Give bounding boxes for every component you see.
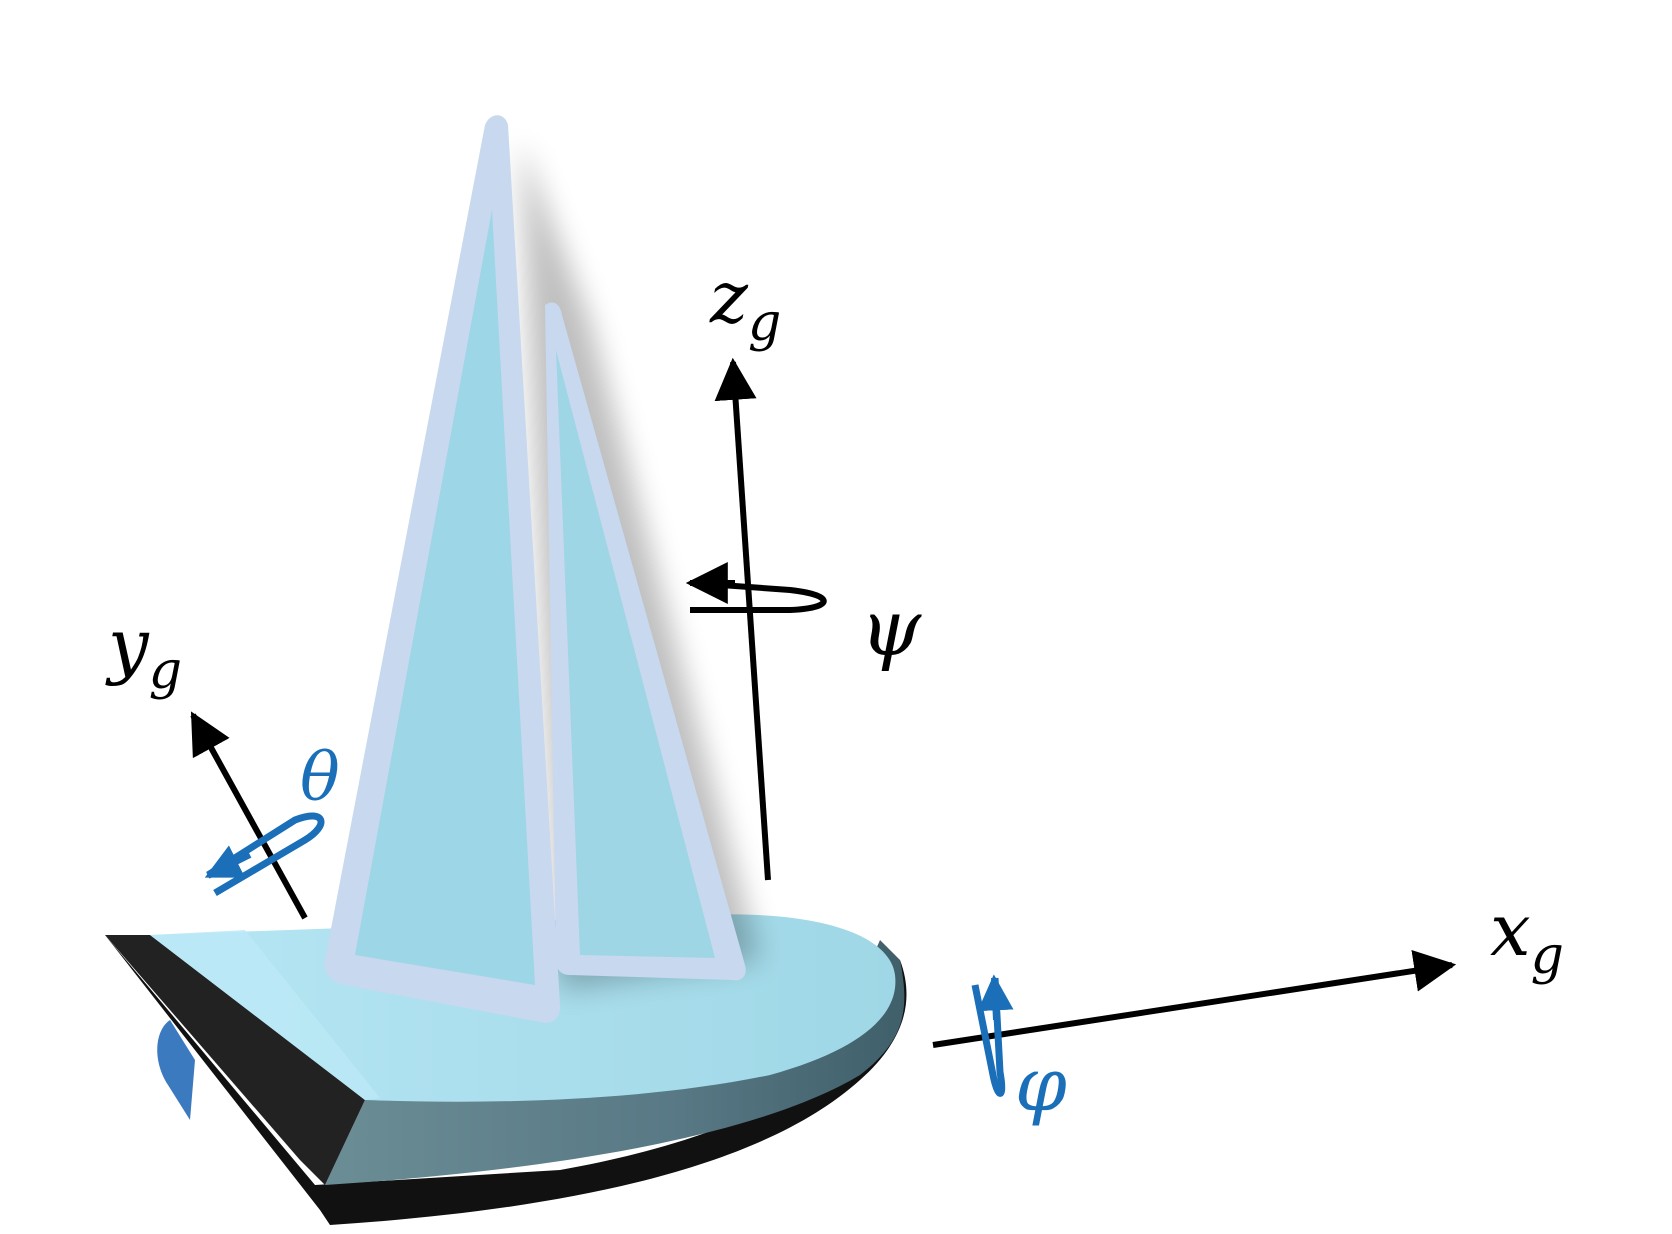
pitch-label: θ: [300, 739, 340, 816]
x-axis-line: [932, 950, 1457, 1048]
y-axis-label: yg: [105, 603, 182, 701]
pitch-rotation-icon: [204, 812, 325, 897]
boat: [105, 115, 907, 1225]
z-axis-line: [714, 357, 771, 881]
y-axis-subscript: g: [149, 641, 182, 701]
deck-stripe: [150, 930, 380, 1100]
x-axis-label: xg: [1490, 888, 1564, 986]
x-axis-subscript: g: [1531, 926, 1564, 986]
hull-stern-edge: [105, 935, 365, 1185]
hull-side: [325, 940, 905, 1185]
rudder: [157, 1020, 195, 1120]
z-axis-subscript: g: [748, 293, 781, 353]
yaw-label: ψ: [860, 584, 922, 674]
hull-edge: [105, 935, 907, 1225]
yaw-rotation-icon: [685, 562, 827, 613]
sail-front-inner: [355, 210, 535, 985]
y-axis-line: [190, 711, 308, 920]
z-axis-label: zg: [709, 255, 781, 353]
roll-label: φ: [1015, 1042, 1067, 1128]
roll-rotation-icon: [971, 974, 1014, 1097]
sail-rear-inner: [556, 350, 715, 958]
